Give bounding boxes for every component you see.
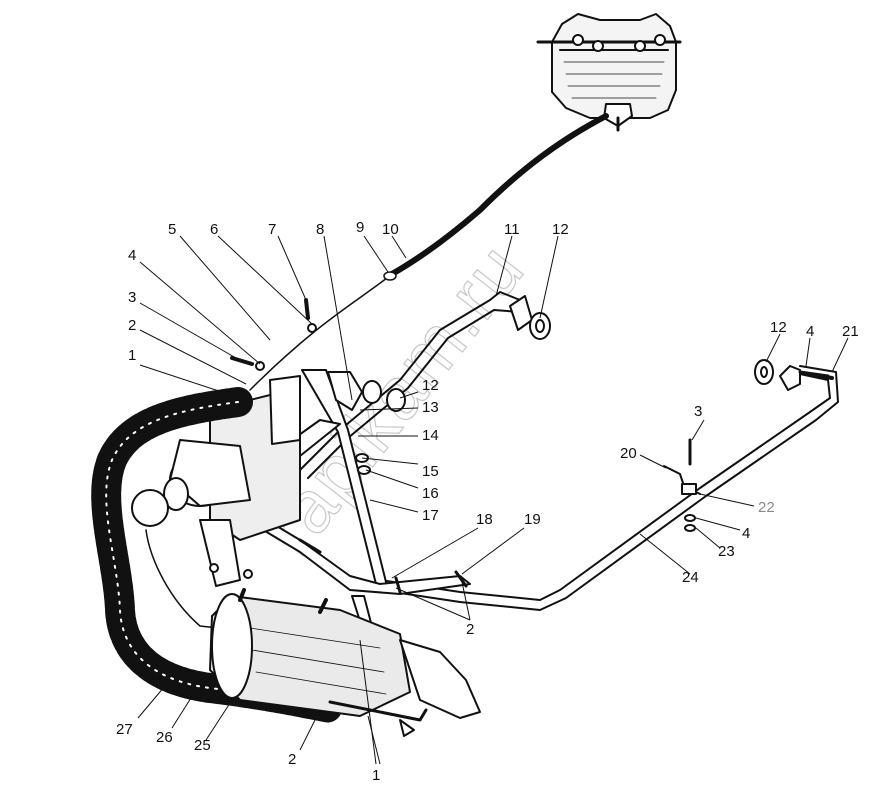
- thin-line: [145, 529, 237, 631]
- callout-15: 15: [422, 463, 439, 480]
- callout-19: 19: [524, 511, 541, 528]
- callout-23: 23: [718, 543, 735, 560]
- callout-20: 20: [620, 445, 637, 462]
- callout-21: 21: [842, 323, 859, 340]
- callout-18: 18: [476, 511, 493, 528]
- callout-4-right: 4: [806, 323, 814, 340]
- callout-3: 3: [128, 289, 136, 306]
- callout-12-mid: 12: [422, 377, 439, 394]
- leader-lines: [137, 235, 849, 765]
- callout-9: 9: [356, 219, 364, 236]
- callout-4: 4: [128, 247, 136, 264]
- callout-12-right: 12: [770, 319, 787, 336]
- callout-24: 24: [682, 569, 699, 586]
- callout-8: 8: [316, 221, 324, 238]
- fuel-pipe-10: [249, 113, 609, 391]
- callout-14: 14: [422, 427, 439, 444]
- callout-13: 13: [422, 399, 439, 416]
- callout-1-bottom: 1: [372, 767, 380, 784]
- fasteners: [230, 298, 834, 380]
- heater-body: [209, 588, 481, 737]
- heater-unit: [131, 375, 301, 587]
- callout-16: 16: [422, 485, 439, 502]
- callout-6: 6: [210, 221, 218, 238]
- callout-7: 7: [268, 221, 276, 238]
- callout-26: 26: [156, 729, 173, 746]
- callout-1: 1: [128, 347, 136, 364]
- callout-4-lower: 4: [742, 525, 750, 542]
- callout-2: 2: [128, 317, 136, 334]
- callout-22: 22: [758, 499, 775, 516]
- callout-27: 27: [116, 721, 133, 738]
- pipe-24: [379, 359, 839, 611]
- callout-17: 17: [422, 507, 439, 524]
- callout-25: 25: [194, 737, 211, 754]
- callout-5: 5: [168, 221, 176, 238]
- callout-12: 12: [552, 221, 569, 238]
- fuel-tank: [536, 13, 682, 132]
- callout-10: 10: [382, 221, 399, 238]
- callout-3-right: 3: [694, 403, 702, 420]
- callout-2-bottom: 2: [288, 751, 296, 768]
- callout-labels: 1 2 3 4 5 6 7 8 9 10 11 12 12 13 14 15 1…: [116, 219, 859, 784]
- callout-11: 11: [504, 221, 520, 238]
- callout-2-mid: 2: [466, 621, 474, 638]
